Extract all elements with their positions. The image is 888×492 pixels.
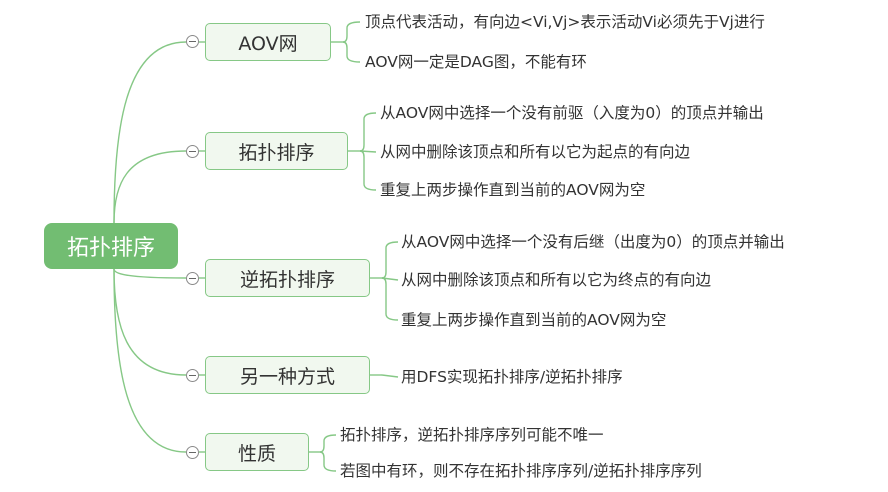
branch-leaf-connector [381,374,399,378]
leaf-topic[interactable]: 重复上两步操作直到当前的AOV网为空 [401,311,667,329]
branch-aov-network[interactable]: AOV网 [205,23,331,61]
branch-topological-sort[interactable]: 拓扑排序 [205,132,348,170]
collapse-toggle-icon[interactable] [186,446,199,459]
collapse-toggle-icon[interactable] [186,272,199,285]
leaf-topic[interactable]: 拓扑排序，逆拓扑排序序列可能不唯一 [340,426,604,444]
branch-reverse-topological-sort[interactable]: 逆拓扑排序 [205,259,370,297]
leaf-topic[interactable]: 从AOV网中选择一个没有前驱（入度为0）的顶点并输出 [380,104,764,122]
leaf-topic[interactable]: 从AOV网中选择一个没有后继（出度为0）的顶点并输出 [401,233,785,251]
branch-leaf-connector [319,434,337,453]
branch-leaf-connector [381,241,399,279]
leaf-topic[interactable]: 用DFS实现拓扑排序/逆拓扑排序 [401,368,623,386]
collapse-toggle-icon[interactable] [186,145,199,158]
root-branch-connector [113,268,187,279]
branch-leaf-connector [381,277,399,321]
collapse-toggle-icon[interactable] [186,35,199,48]
root-branch-connector [113,150,187,224]
branch-label: 性质 [237,442,276,465]
leaf-topic[interactable]: 从网中删除该顶点和所有以它为终点的有向边 [401,271,712,289]
branch-leaf-connector [319,451,337,472]
leaf-topic[interactable]: 若图中有环，则不存在拓扑排序序列/逆拓扑排序序列 [340,462,702,480]
branch-label: AOV网 [238,32,298,55]
leaf-topic[interactable]: 顶点代表活动，有向边<Vi,Vj>表示活动Vi必须先于Vj进行 [365,13,765,31]
leaf-topic[interactable]: AOV网一定是DAG图，不能有环 [365,53,587,71]
root-label: 拓扑排序 [66,236,155,261]
root-branch-connector [113,41,187,224]
branch-leaf-connector [342,21,361,43]
branch-label: 拓扑排序 [238,141,315,164]
leaf-topic[interactable]: 从网中删除该顶点和所有以它为起点的有向边 [380,143,691,161]
collapse-toggle-icon[interactable] [186,369,199,382]
branch-leaf-connector [359,150,377,191]
leaf-topic[interactable]: 重复上两步操作直到当前的AOV网为空 [380,181,646,199]
root-branch-connector [113,268,187,376]
branch-leaf-connector [342,41,361,63]
root-branch-connector [113,268,187,453]
branch-another-method[interactable]: 另一种方式 [205,356,370,394]
branch-label: 另一种方式 [239,365,335,388]
branch-properties[interactable]: 性质 [205,433,309,471]
root-node[interactable]: 拓扑排序 [44,223,178,269]
branch-label: 逆拓扑排序 [239,268,335,291]
branch-leaf-connector [359,112,377,152]
